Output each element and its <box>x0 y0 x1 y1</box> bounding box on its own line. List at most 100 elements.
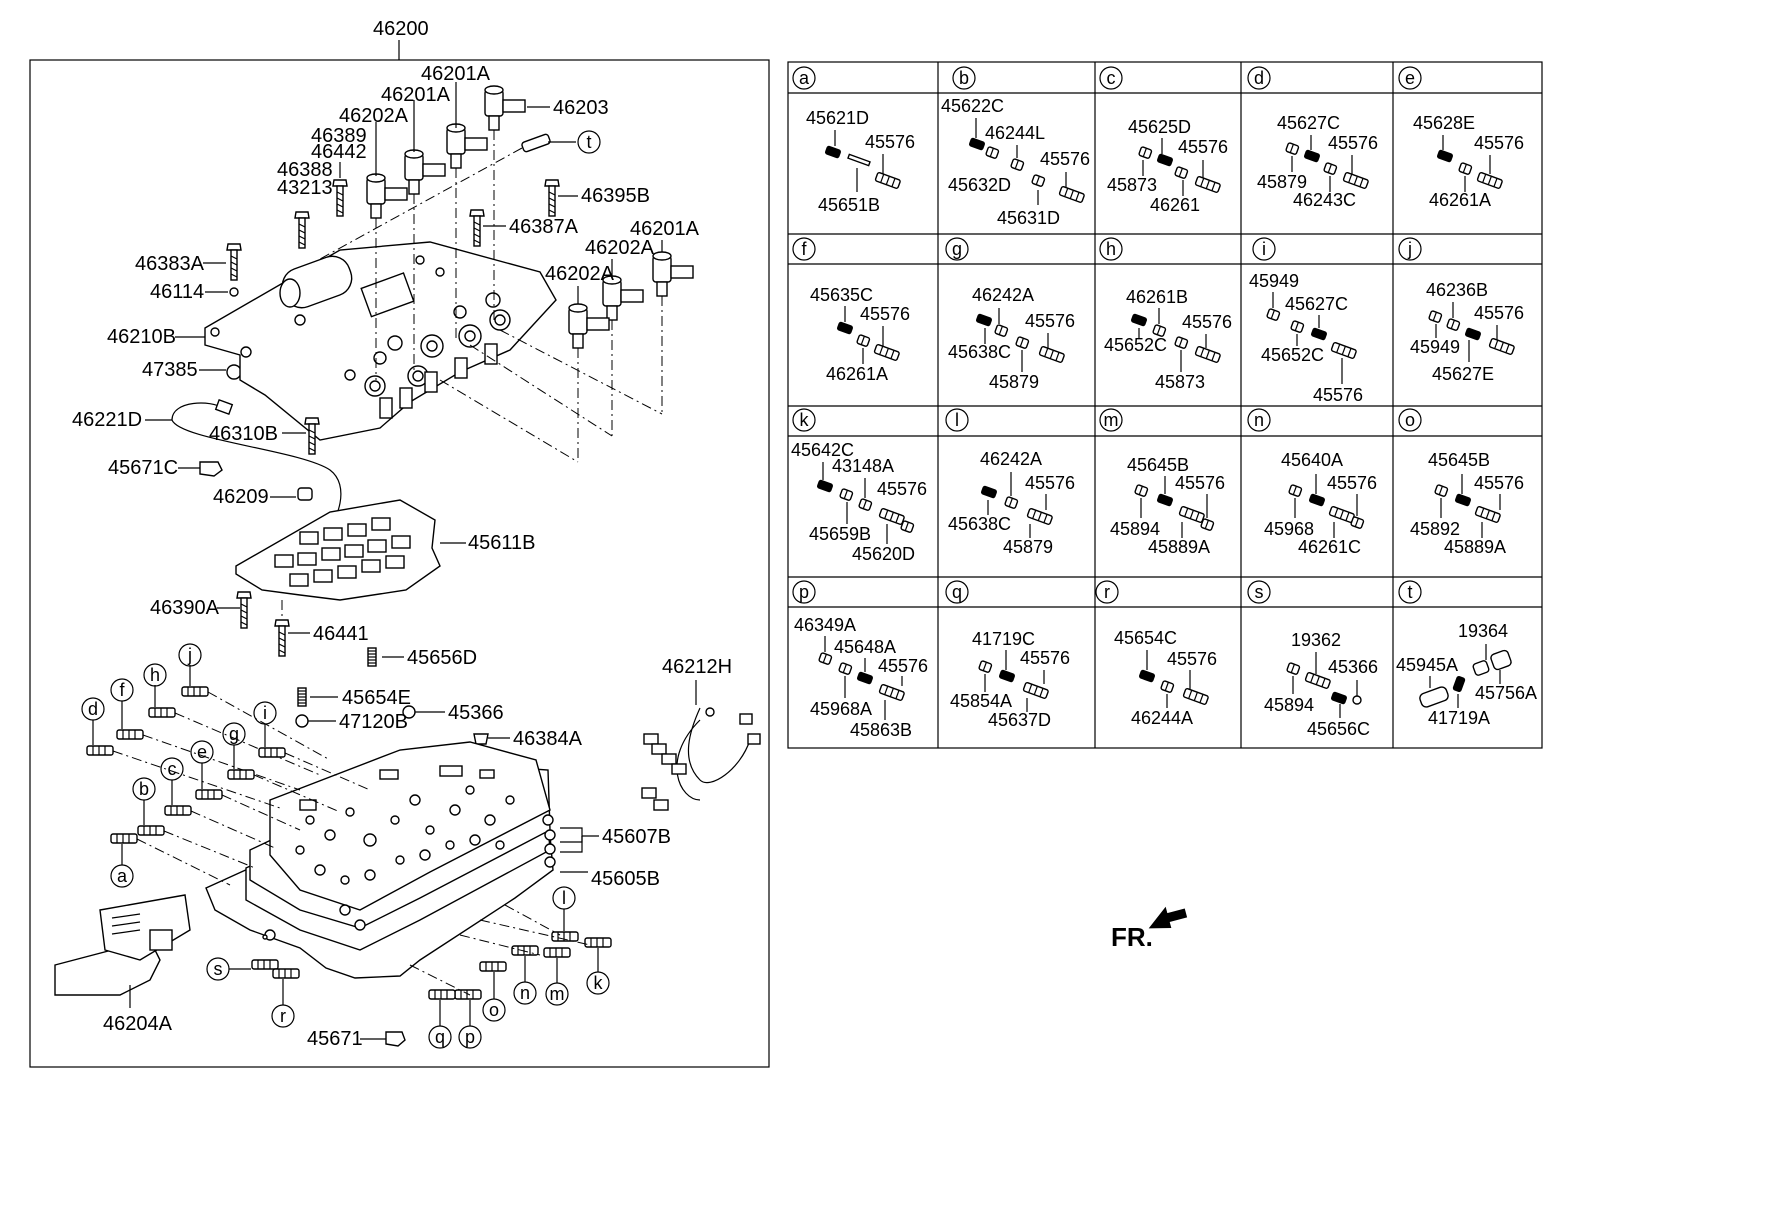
part-label: 45894 <box>1110 519 1160 539</box>
grid-cell-a: a 45621D 45576 45651B <box>792 66 915 215</box>
valve-i <box>258 747 286 758</box>
part-label: 45625D <box>1128 117 1191 137</box>
part-label: 45863B <box>850 720 912 740</box>
part-label: 45576 <box>1025 473 1075 493</box>
upper-valve-body <box>204 241 557 441</box>
cell-letter: j <box>1407 239 1412 259</box>
part-label: 45945A <box>1396 655 1458 675</box>
part-label: 45652C <box>1104 335 1167 355</box>
part-label: 45576 <box>1313 385 1363 405</box>
valve-a <box>110 833 138 844</box>
grid-cell-m: m 45645B 45576 45894 45889A <box>1099 408 1225 557</box>
part-label: 45576 <box>1328 133 1378 153</box>
letter-marker: n <box>520 983 530 1003</box>
letter-marker: g <box>229 724 239 744</box>
valve-d <box>86 745 114 756</box>
part-label: 46244L <box>985 123 1045 143</box>
bolt-46390A <box>236 591 252 629</box>
part-label: 45873 <box>1107 175 1157 195</box>
part-label: 45654C <box>1114 628 1177 648</box>
cell-letter: s <box>1255 582 1264 602</box>
letter-marker: a <box>117 866 128 886</box>
part-label: 19364 <box>1458 621 1508 641</box>
front-direction-label: FR. <box>1111 922 1153 952</box>
part-label: 45645B <box>1428 450 1490 470</box>
grid-cell-f: f 45635C 45576 46261A <box>792 237 910 384</box>
cell-letter: q <box>952 582 962 602</box>
part-label: 45576 <box>878 656 928 676</box>
part-label: 45949 <box>1249 271 1299 291</box>
grid-cell-g: g 46242A 45576 45638C 45879 <box>945 237 1075 392</box>
part-label: 46236B <box>1426 280 1488 300</box>
grid-cell-b: b 45622C 46244L 45576 45632D 45631D <box>941 66 1090 228</box>
callout-label: 46221D <box>72 409 142 431</box>
part-label: 46243C <box>1293 190 1356 210</box>
part-label: 45637D <box>988 710 1051 730</box>
letter-marker: p <box>465 1027 475 1047</box>
part-label: 45642C <box>791 440 854 460</box>
callout-label: 46442 <box>311 141 367 163</box>
grid-cell-l: l 46242A 45576 45638C 45879 <box>945 408 1075 557</box>
grid-cell-e: e 45628E 45576 46261A <box>1398 66 1524 210</box>
bolt-46383A <box>226 243 242 281</box>
part-label: 45620D <box>852 544 915 564</box>
cell-letter: k <box>800 410 810 430</box>
callout-label: 46209 <box>213 486 269 508</box>
valve-k <box>584 937 612 948</box>
letter-marker: o <box>489 1000 499 1020</box>
letter-marker: c <box>168 759 177 779</box>
cell-letter: d <box>1254 68 1264 88</box>
part-label: 45659B <box>809 524 871 544</box>
solenoid-46202A-c <box>568 303 610 349</box>
cell-letter: t <box>1407 582 1412 602</box>
part-label: 45879 <box>989 372 1039 392</box>
part-label: 45576 <box>865 132 915 152</box>
cell-letter: m <box>1104 410 1119 430</box>
solenoid-46203 <box>484 85 526 131</box>
valve-n <box>511 945 539 956</box>
bolt-46387A <box>469 209 485 247</box>
callout-label: 47120B <box>339 711 408 733</box>
grid-cell-q: q 41719C 45576 45854A 45637D <box>945 580 1070 730</box>
harness-46212H <box>641 707 761 811</box>
callout-label: 46201A <box>630 218 700 240</box>
callout-label: 46201A <box>381 84 451 106</box>
part-label: 45656C <box>1307 719 1370 739</box>
gasket-45611B <box>235 499 441 601</box>
solenoid-46201A-c <box>652 251 694 297</box>
letter-marker: e <box>197 742 207 762</box>
part-label: 46261A <box>826 364 888 384</box>
letter-marker: i <box>263 703 267 723</box>
cell-letter: c <box>1107 68 1116 88</box>
part-label: 45576 <box>1025 311 1075 331</box>
callout-label: 46202A <box>545 263 615 285</box>
grid-cell-c: c 45625D 45576 45873 46261 <box>1099 66 1228 215</box>
assembly-frame <box>29 59 770 1068</box>
cover-46204A <box>54 894 191 1008</box>
callout-label: 46201A <box>421 63 491 85</box>
grid-cell-i: i 45949 45627C 45652C 45576 <box>1249 237 1363 405</box>
part-label: 45576 <box>1182 312 1232 332</box>
cell-letter: p <box>799 582 809 602</box>
plug-46384A <box>473 733 489 745</box>
callout-label: 43213 <box>277 177 333 199</box>
callout-label: 46210B <box>107 326 176 348</box>
part-label: 45576 <box>1175 473 1225 493</box>
valve-e <box>195 789 223 800</box>
bolt-46389 <box>332 179 348 217</box>
part-label: 45635C <box>810 285 873 305</box>
cell-letter: h <box>1106 239 1116 259</box>
part-label: 45873 <box>1155 372 1205 392</box>
callout-label: 45366 <box>448 702 504 724</box>
callout-label: 45605B <box>591 868 660 890</box>
part-label: 19362 <box>1291 630 1341 650</box>
part-label: 46261 <box>1150 195 1200 215</box>
part-label: 45879 <box>1003 537 1053 557</box>
part-label: 45648A <box>834 637 896 657</box>
cell-letter: o <box>1405 410 1415 430</box>
main-assembly-number: 46200 <box>373 18 429 40</box>
part-label: 45652C <box>1261 345 1324 365</box>
valve-b <box>137 825 165 836</box>
part-label: 45949 <box>1410 337 1460 357</box>
connector-t <box>521 133 551 153</box>
